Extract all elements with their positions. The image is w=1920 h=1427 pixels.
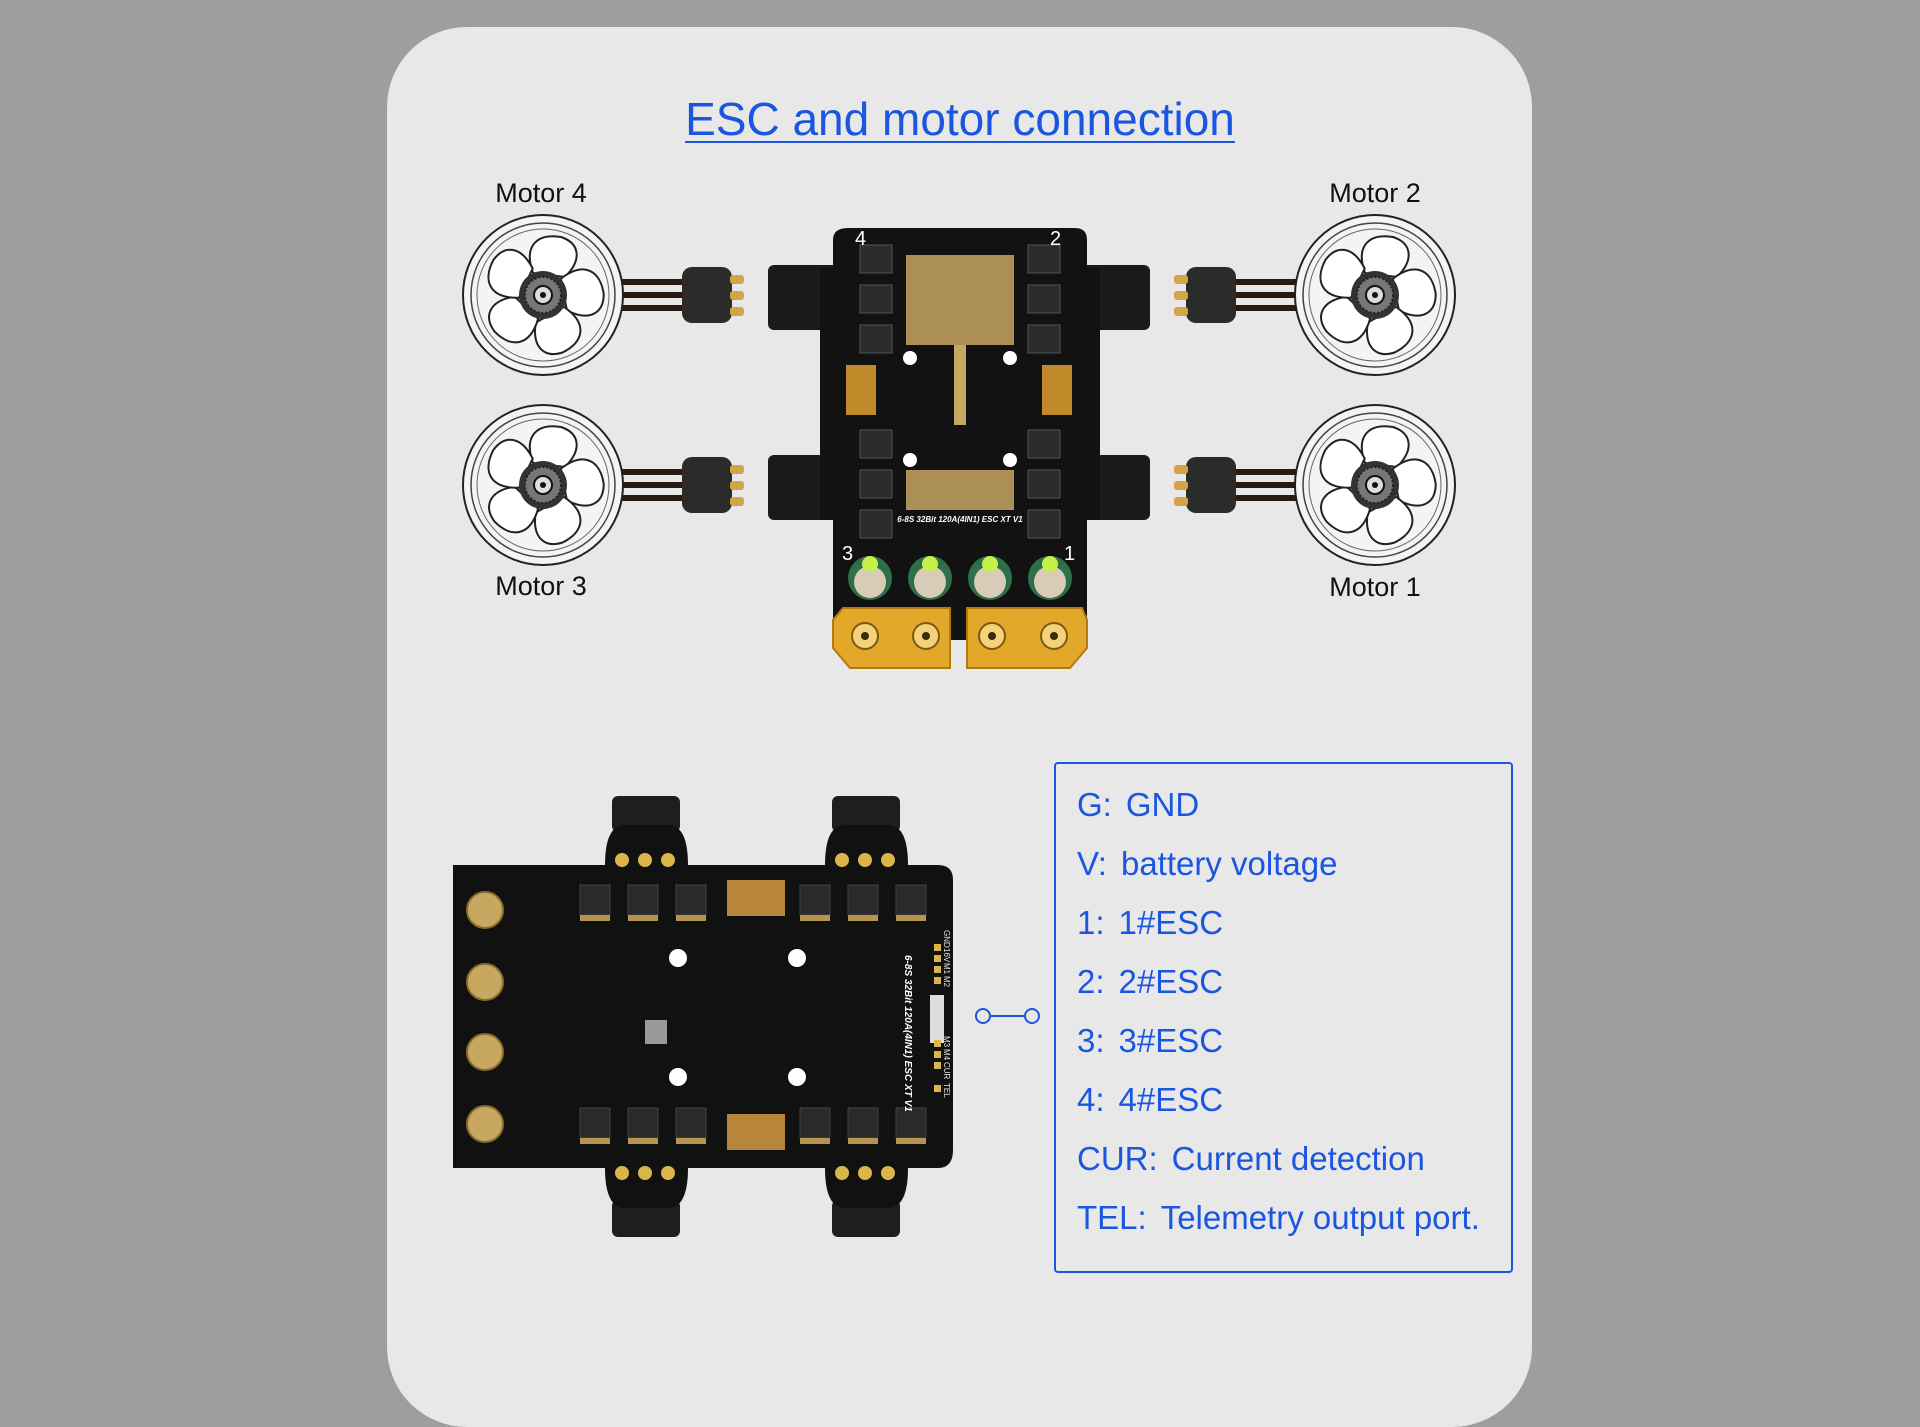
- page-title: ESC and motor connection: [685, 93, 1235, 145]
- motor-2-plug-icon: [1174, 267, 1296, 323]
- pad-label-16v: 16V: [942, 948, 951, 963]
- callout-connector-icon: [975, 1008, 1040, 1024]
- legend-item-esc3: 3:3#ESC: [1077, 1022, 1224, 1059]
- xt-battery-connector-icons: [832, 607, 1088, 669]
- legend-item-gnd: G:GND: [1077, 786, 1200, 823]
- corner-number-4: 4: [855, 228, 866, 250]
- pad-label-cur: CUR: [942, 1062, 951, 1080]
- legend-item-esc2: 2:2#ESC: [1077, 963, 1224, 1000]
- motor-3-icon: [462, 404, 624, 566]
- legend-item-esc4: 4:4#ESC: [1077, 1081, 1224, 1118]
- pin-legend-box: G:GND V:battery voltage 1:1#ESC 2:2#ESC …: [1054, 762, 1513, 1273]
- motor-1-icon: [1294, 404, 1456, 566]
- board-silkscreen-bottom: 6-8S 32Bit 120A(4IN1) ESC XT V1: [902, 955, 913, 1112]
- motor-3-label: Motor 3: [495, 571, 587, 601]
- motor-4-icon: [462, 214, 624, 376]
- capacitor-icons: [848, 556, 1072, 600]
- motor-1-label: Motor 1: [1329, 572, 1421, 602]
- legend-item-esc1: 1:1#ESC: [1077, 904, 1224, 941]
- motor-2-icon: [1294, 214, 1456, 376]
- legend-item-tel: TEL:Telemetry output port.: [1077, 1199, 1480, 1236]
- motor-1-plug-icon: [1174, 457, 1296, 513]
- board-silkscreen: 6-8S 32Bit 120A(4IN1) ESC XT V1: [897, 515, 1023, 524]
- pad-label-gnd: GND: [942, 930, 951, 948]
- motor-3-plug-icon: [622, 457, 744, 513]
- motor-4-label: Motor 4: [495, 178, 587, 208]
- esc-board-top-view: 6-8S 32Bit 120A(4IN1) ESC XT V1 4 2 3 1: [768, 228, 1150, 669]
- pad-label-m2: M2: [942, 976, 951, 988]
- esc-board-bottom-view: 6-8S 32Bit 120A(4IN1) ESC XT V1 GND 16V …: [453, 796, 953, 1237]
- pad-label-tel: TEL: [942, 1083, 951, 1098]
- pad-label-m4: M4: [942, 1049, 951, 1061]
- corner-number-2: 2: [1050, 228, 1061, 250]
- legend-item-cur: CUR:Current detection: [1077, 1140, 1425, 1177]
- pad-label-m1: M1: [942, 963, 951, 975]
- corner-number-1: 1: [1064, 543, 1075, 565]
- motor-4-plug-icon: [622, 267, 744, 323]
- connection-illustration: 6-8S 32Bit 120A(4IN1) ESC XT V1 4 2 3 1: [453, 214, 1456, 1237]
- pad-label-m3: M3: [942, 1036, 951, 1048]
- corner-number-3: 3: [842, 543, 853, 565]
- legend-item-voltage: V:battery voltage: [1077, 845, 1338, 882]
- motor-2-label: Motor 2: [1329, 178, 1421, 208]
